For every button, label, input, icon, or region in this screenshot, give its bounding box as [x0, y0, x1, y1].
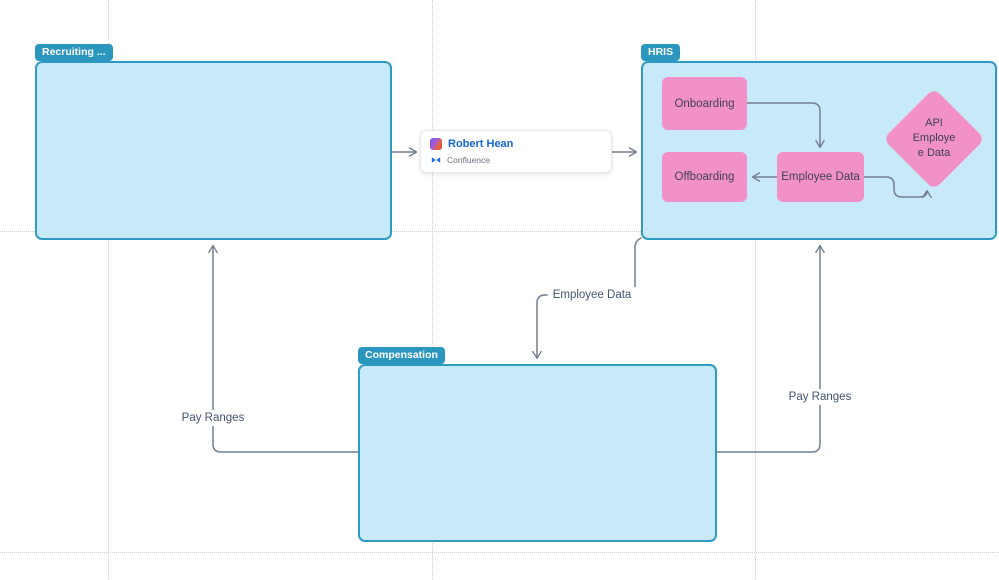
node-offboarding-label: Offboarding — [674, 171, 735, 183]
edge-compensation-to-recruiting[interactable] — [208, 244, 359, 453]
node-api-employee-data-label: API Employe e Data — [894, 116, 974, 161]
diamond-label-line3: e Data — [917, 146, 951, 159]
gradient-avatar-icon — [430, 138, 442, 150]
node-onboarding[interactable]: Onboarding — [662, 77, 747, 130]
confluence-icon — [431, 157, 441, 163]
node-employee-data-label: Employee Data — [781, 171, 860, 183]
card-title-link[interactable]: Robert Hean — [448, 137, 514, 150]
node-onboarding-label: Onboarding — [674, 97, 735, 110]
page-guide-vertical — [755, 0, 756, 580]
edge-employee-data-to-api-diamond[interactable] — [863, 176, 932, 199]
edge-label-pay-ranges-right: Pay Ranges — [783, 389, 857, 405]
diamond-label-line2: Employe — [912, 131, 956, 144]
record-card[interactable]: Robert Hean Confluence — [420, 130, 612, 173]
edge-compensation-to-hris[interactable] — [716, 244, 825, 453]
container-compensation[interactable] — [358, 364, 717, 542]
card-subtitle: Confluence — [447, 154, 491, 165]
page-guide-vertical — [108, 0, 109, 580]
page-guide-horizontal — [0, 552, 999, 553]
edge-label-employee-data: Employee Data — [547, 287, 637, 303]
container-badge-compensation[interactable]: Compensation — [358, 347, 445, 364]
edge-label-pay-ranges-left: Pay Ranges — [176, 410, 250, 426]
container-badge-recruiting[interactable]: Recruiting ... — [35, 44, 113, 61]
container-badge-hris[interactable]: HRIS — [641, 44, 681, 61]
diamond-label-line1: API — [925, 117, 943, 129]
page-guide-vertical — [432, 0, 433, 580]
node-employee-data[interactable]: Employee Data — [777, 152, 864, 202]
edge-onboarding-to-employee-data[interactable] — [746, 102, 825, 149]
container-recruiting[interactable] — [35, 61, 392, 240]
page-guide-horizontal — [0, 231, 999, 232]
node-offboarding[interactable]: Offboarding — [662, 152, 747, 202]
